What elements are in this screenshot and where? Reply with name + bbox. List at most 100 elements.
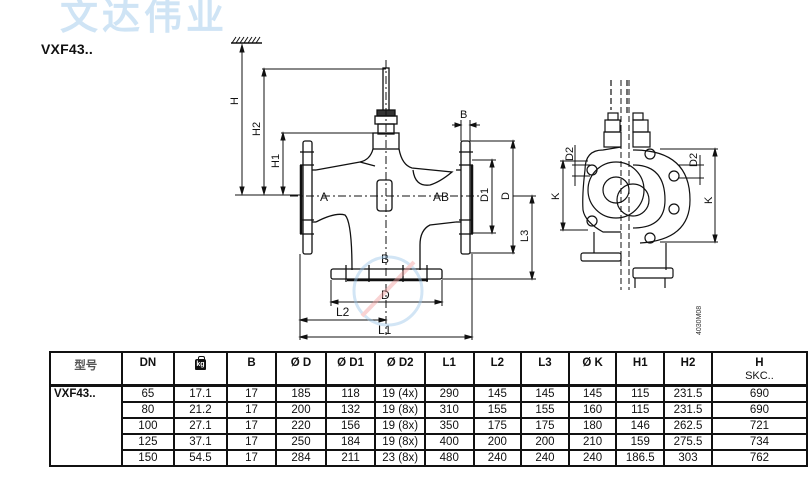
cell-h2: 303 bbox=[663, 450, 713, 467]
cell-h1: 146 bbox=[615, 418, 666, 435]
drawing-number: 4030M08 bbox=[696, 305, 703, 335]
header-d2: Ø D2 bbox=[374, 352, 426, 387]
cell-d1: 132 bbox=[324, 402, 377, 419]
label-l3: L3 bbox=[519, 230, 531, 242]
header-l1: L1 bbox=[423, 352, 475, 387]
watermark: 文达伟业 bbox=[60, 0, 229, 38]
cell-d: 200 bbox=[275, 402, 327, 419]
cell-l3: 145 bbox=[520, 385, 570, 403]
cell-d1: 156 bbox=[324, 418, 377, 435]
cell-l2: 145 bbox=[472, 385, 523, 403]
cell-weight: 21.2 bbox=[173, 402, 228, 419]
cell-d2: 19 (8x) bbox=[374, 434, 426, 451]
cell-d2: 19 (8x) bbox=[374, 402, 426, 419]
header-weight: kg bbox=[173, 352, 228, 387]
cell-h2: 262.5 bbox=[663, 418, 713, 435]
watermark-logo bbox=[352, 255, 424, 327]
label-d2-left: D2 bbox=[564, 147, 576, 161]
cell-l2: 155 bbox=[472, 402, 523, 419]
cell-d1: 211 bbox=[324, 450, 377, 467]
cell-dn: 65 bbox=[120, 385, 176, 403]
model-cell: VXF43.. bbox=[49, 385, 123, 466]
label-l1: L1 bbox=[378, 323, 392, 337]
cell-d: 185 bbox=[275, 385, 327, 403]
cell-b: 17 bbox=[225, 450, 278, 467]
side-dimensions bbox=[560, 145, 718, 244]
port-label-a: A bbox=[320, 190, 328, 204]
weight-icon: kg bbox=[194, 356, 206, 370]
cell-d: 250 bbox=[275, 434, 327, 451]
cell-dn: 150 bbox=[120, 450, 176, 467]
cell-weight: 54.5 bbox=[173, 450, 228, 467]
cell-l3: 175 bbox=[520, 418, 570, 435]
header-k: Ø K bbox=[567, 352, 618, 387]
cell-h2: 275.5 bbox=[663, 434, 713, 451]
label-h: H bbox=[229, 97, 241, 105]
valve-side-view bbox=[580, 80, 691, 288]
label-b-width: B bbox=[460, 109, 467, 121]
cell-dn: 100 bbox=[120, 418, 176, 435]
cell-d2: 19 (4x) bbox=[374, 385, 426, 403]
header-d1: Ø D1 bbox=[324, 352, 377, 387]
product-title: VXF43.. bbox=[41, 41, 93, 57]
cell-dn: 125 bbox=[120, 434, 176, 451]
cell-l1: 350 bbox=[423, 418, 475, 435]
header-model: 型号 bbox=[49, 352, 123, 387]
header-l3: L3 bbox=[520, 352, 570, 387]
cell-l3: 200 bbox=[520, 434, 570, 451]
cell-l3: 240 bbox=[520, 450, 570, 467]
header-b: B bbox=[225, 352, 278, 387]
table-header-row: 型号 DN kg B Ø D Ø D1 Ø D2 L1 L2 L3 Ø K H1… bbox=[49, 352, 808, 387]
cell-k: 210 bbox=[567, 434, 618, 451]
label-d-bottom: D bbox=[381, 288, 390, 302]
cell-k: 240 bbox=[567, 450, 618, 467]
label-l2: L2 bbox=[336, 305, 350, 319]
cell-l1: 480 bbox=[423, 450, 475, 467]
cell-h: 690 bbox=[710, 385, 808, 403]
cell-b: 17 bbox=[225, 434, 278, 451]
cell-d: 220 bbox=[275, 418, 327, 435]
cell-h2: 231.5 bbox=[663, 402, 713, 419]
cell-l2: 240 bbox=[472, 450, 523, 467]
cell-h: 762 bbox=[710, 450, 808, 467]
cell-b: 17 bbox=[225, 402, 278, 419]
cell-h1: 186.5 bbox=[615, 450, 666, 467]
header-h1: H1 bbox=[615, 352, 666, 387]
valve-dimension-drawing: H H2 H1 A AB B bbox=[229, 36, 718, 340]
label-k-left: K bbox=[550, 192, 562, 200]
cell-h1: 115 bbox=[615, 385, 666, 403]
header-l2: L2 bbox=[472, 352, 523, 387]
cell-d: 284 bbox=[275, 450, 327, 467]
cell-h1: 159 bbox=[615, 434, 666, 451]
cell-l2: 200 bbox=[472, 434, 523, 451]
cell-l1: 310 bbox=[423, 402, 475, 419]
port-label-b: B bbox=[381, 252, 389, 266]
cell-h: 690 bbox=[710, 402, 808, 419]
header-h2: H2 bbox=[663, 352, 713, 387]
cell-l1: 400 bbox=[423, 434, 475, 451]
port-label-ab: AB bbox=[433, 190, 449, 204]
label-d: D bbox=[500, 192, 512, 200]
cell-h1: 115 bbox=[615, 402, 666, 419]
cell-k: 160 bbox=[567, 402, 618, 419]
cell-weight: 17.1 bbox=[173, 385, 228, 403]
label-h2: H2 bbox=[251, 122, 263, 136]
center-lines bbox=[290, 60, 482, 335]
header-d: Ø D bbox=[275, 352, 327, 387]
right-dimensions bbox=[442, 120, 536, 281]
header-dn: DN bbox=[120, 352, 176, 387]
cell-d2: 19 (8x) bbox=[374, 418, 426, 435]
cell-d1: 184 bbox=[324, 434, 377, 451]
height-dimensions bbox=[235, 43, 386, 196]
cell-d1: 118 bbox=[324, 385, 377, 403]
cell-l3: 155 bbox=[520, 402, 570, 419]
cell-b: 17 bbox=[225, 418, 278, 435]
dimensions-table: 型号 DN kg B Ø D Ø D1 Ø D2 L1 L2 L3 Ø K H1… bbox=[49, 351, 808, 467]
bottom-dimensions bbox=[298, 254, 474, 340]
